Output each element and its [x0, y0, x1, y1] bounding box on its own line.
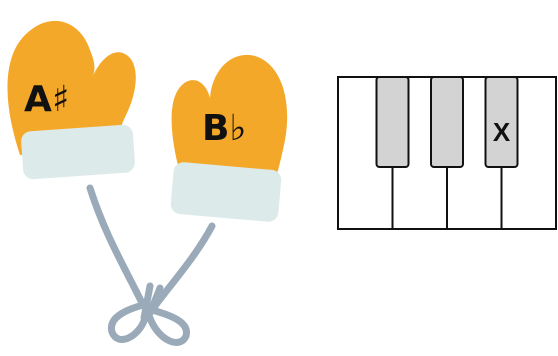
mitten-b-flat: B♭	[170, 54, 288, 222]
piano-keyboard: X	[337, 76, 557, 230]
marked-key-label: X	[493, 117, 511, 147]
black-key	[430, 76, 464, 168]
mitten-right-body	[171, 54, 288, 190]
mitten-left-body	[7, 20, 136, 156]
mitten-right-cuff	[170, 162, 282, 222]
black-key	[375, 76, 410, 168]
mitten-string	[86, 184, 216, 346]
mitten-a-sharp: A♯	[7, 20, 136, 180]
mitten-left-cuff	[21, 124, 135, 180]
mitten-left-label: A♯	[24, 79, 69, 120]
mitten-right-label: B♭	[202, 108, 246, 149]
black-key	[484, 76, 519, 168]
